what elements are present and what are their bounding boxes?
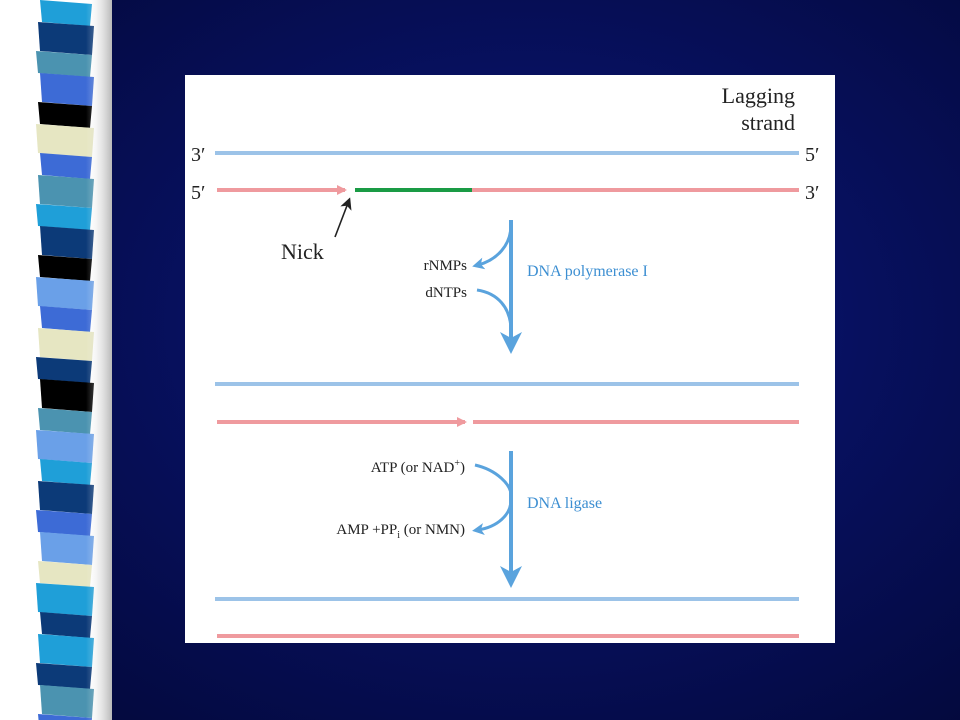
stripe-segment bbox=[40, 612, 92, 638]
step2-products: AMP +PPi (or NMN) bbox=[336, 522, 465, 541]
stripe-pattern bbox=[36, 0, 112, 720]
template-3prime-end: 3′ bbox=[191, 144, 205, 166]
stripe-segment bbox=[38, 328, 94, 361]
stripe-segment bbox=[36, 510, 92, 536]
step1-output-curve-arrow bbox=[472, 224, 513, 270]
step2-output-curve-arrow bbox=[472, 499, 513, 535]
step2-input-curve bbox=[474, 463, 513, 496]
stripe-segment bbox=[40, 379, 94, 412]
new-3prime-end: 3′ bbox=[805, 182, 819, 204]
decorative-stripe-bar bbox=[0, 0, 112, 720]
stripe-segment bbox=[40, 226, 94, 259]
stripe-segment bbox=[36, 204, 92, 230]
stripe-segment bbox=[36, 277, 94, 310]
nick-label: Nick bbox=[281, 239, 324, 264]
step1-input-curve bbox=[476, 288, 513, 332]
diagram-panel: Lagging strand 3′ 5′ 5′ 3′ Nick rNMPs dN… bbox=[185, 75, 835, 643]
stripe-segment bbox=[40, 459, 92, 485]
enzyme-dna-ligase: DNA ligase bbox=[527, 495, 602, 512]
stripe-segment bbox=[40, 153, 92, 179]
stripe-segment bbox=[36, 124, 94, 157]
step2-cofactor: ATP (or NAD+) bbox=[371, 458, 465, 476]
stripe-segment bbox=[36, 51, 92, 77]
stripe-segment bbox=[36, 583, 94, 616]
stripe-segment bbox=[38, 102, 92, 128]
lagging-label-line1: Lagging bbox=[722, 83, 795, 108]
stripe-segment bbox=[38, 561, 92, 587]
stripe-segment bbox=[36, 430, 94, 463]
enzyme-dna-polymerase-i: DNA polymerase I bbox=[527, 263, 648, 280]
stripe-segment bbox=[38, 408, 92, 434]
stripe-segment bbox=[40, 0, 92, 26]
lagging-label-line2: strand bbox=[741, 110, 795, 135]
stripe-segment bbox=[36, 663, 92, 689]
stripe-segment bbox=[36, 357, 92, 383]
template-5prime-end: 5′ bbox=[805, 144, 819, 166]
stripe-segment bbox=[40, 306, 92, 332]
stripe-segment bbox=[38, 175, 94, 208]
stripe-segment bbox=[40, 685, 94, 718]
step1-substrate-nucleotides: dNTPs bbox=[425, 285, 467, 301]
lagging-strand-ligation-diagram: Lagging strand 3′ 5′ 5′ 3′ Nick rNMPs dN… bbox=[191, 83, 819, 638]
stripe-segment bbox=[40, 532, 94, 565]
stripe-segment bbox=[38, 714, 92, 720]
stripe-segment bbox=[40, 73, 94, 106]
stripe-segment bbox=[38, 22, 94, 55]
new-5prime-end: 5′ bbox=[191, 182, 205, 204]
nick-pointer-arrow bbox=[334, 197, 352, 238]
stripe-segment bbox=[38, 255, 92, 281]
stripe-segment bbox=[38, 481, 94, 514]
step1-released-nucleotides: rNMPs bbox=[424, 258, 468, 274]
stripe-segment bbox=[38, 634, 94, 667]
